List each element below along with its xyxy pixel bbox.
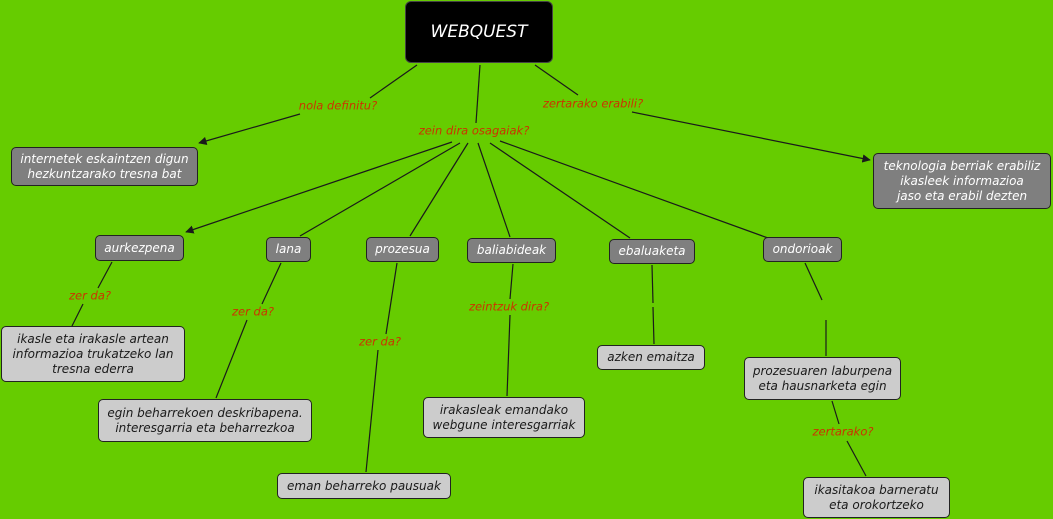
- component-lana[interactable]: lana: [266, 237, 311, 262]
- link-label-zeintzuk-dira: zeintzuk dira?: [466, 299, 552, 314]
- line-root-to-nola-definitu: [369, 64, 418, 99]
- component-ebaluaketa[interactable]: ebaluaketa: [609, 239, 695, 264]
- line-zein-dira-to-ebaluaketa: [489, 142, 631, 239]
- component-aurkezpena[interactable]: aurkezpena: [95, 235, 184, 261]
- line-zer-da-to-aurkezpena-description: [71, 303, 84, 327]
- link-label-zer-da-prozesua: zer da?: [357, 334, 403, 349]
- line-ondorioak-description-to-zertarako: [831, 400, 840, 425]
- line-ebaluaketa-segment-top: [651, 264, 654, 304]
- line-nola-definitu-to-definition: [198, 113, 301, 145]
- link-label-zertarako: zertarako?: [810, 424, 876, 439]
- definition-node[interactable]: internetek eskaintzen digun hezkuntzarak…: [11, 147, 198, 186]
- line-baliabideak-to-zeintzuk-dira: [509, 263, 514, 300]
- aurkezpena-description[interactable]: ikasle eta irakasle artean informazioa t…: [1, 326, 185, 382]
- baliabideak-description[interactable]: irakasleak emandako webgune interesgarri…: [423, 397, 585, 438]
- ebaluaketa-description[interactable]: azken emaitza: [597, 345, 705, 370]
- line-lana-to-zer-da: [261, 262, 282, 305]
- line-zertarako-erabili-to-purpose: [631, 111, 871, 163]
- line-zertarako-to-goal: [846, 440, 867, 477]
- root-node-webquest[interactable]: WEBQUEST: [405, 1, 553, 63]
- line-root-to-zein-dira: [475, 64, 481, 124]
- line-zein-dira-to-aurkezpena: [185, 141, 453, 234]
- prozesua-description[interactable]: eman beharreko pausuak: [277, 473, 451, 499]
- line-root-to-zertarako-erabili: [534, 64, 579, 96]
- lana-description[interactable]: egin beharrekoen deskribapena. interesga…: [98, 399, 312, 442]
- line-zein-dira-to-baliabideak: [477, 142, 511, 238]
- link-label-zer-da-lana: zer da?: [230, 304, 276, 319]
- line-zer-da-to-lana-description: [215, 319, 248, 399]
- link-label-zertarako-erabili: zertarako erabili?: [540, 96, 646, 111]
- line-zein-dira-to-lana: [299, 142, 461, 237]
- component-prozesua[interactable]: prozesua: [366, 237, 439, 262]
- line-zein-dira-to-ondorioak: [499, 140, 769, 239]
- line-aurkezpena-to-zer-da: [97, 261, 113, 289]
- ondorioak-description[interactable]: prozesuaren laburpena eta hausnarketa eg…: [744, 357, 901, 400]
- link-label-zer-da-aurkezpena: zer da?: [67, 288, 113, 303]
- component-baliabideak[interactable]: baliabideak: [467, 238, 556, 263]
- line-zer-da-to-prozesua-description: [365, 349, 379, 473]
- line-ondorioak-segment-top: [804, 262, 823, 301]
- link-label-nola-definitu: nola definitu?: [296, 98, 380, 113]
- purpose-node[interactable]: teknologia berriak erabiliz ikasleek inf…: [873, 153, 1051, 209]
- link-label-zein-dira-osagaiak: zein dira osagaiak?: [416, 123, 532, 138]
- component-ondorioak[interactable]: ondorioak: [763, 237, 842, 262]
- ondorioak-goal[interactable]: ikasitakoa barneratu eta orokortzeko: [803, 477, 950, 518]
- line-zeintzuk-dira-to-baliabideak-description: [506, 314, 511, 397]
- line-zein-dira-to-prozesua: [409, 142, 469, 237]
- line-ebaluaketa-to-description: [652, 306, 655, 345]
- line-prozesua-to-zer-da: [385, 262, 398, 335]
